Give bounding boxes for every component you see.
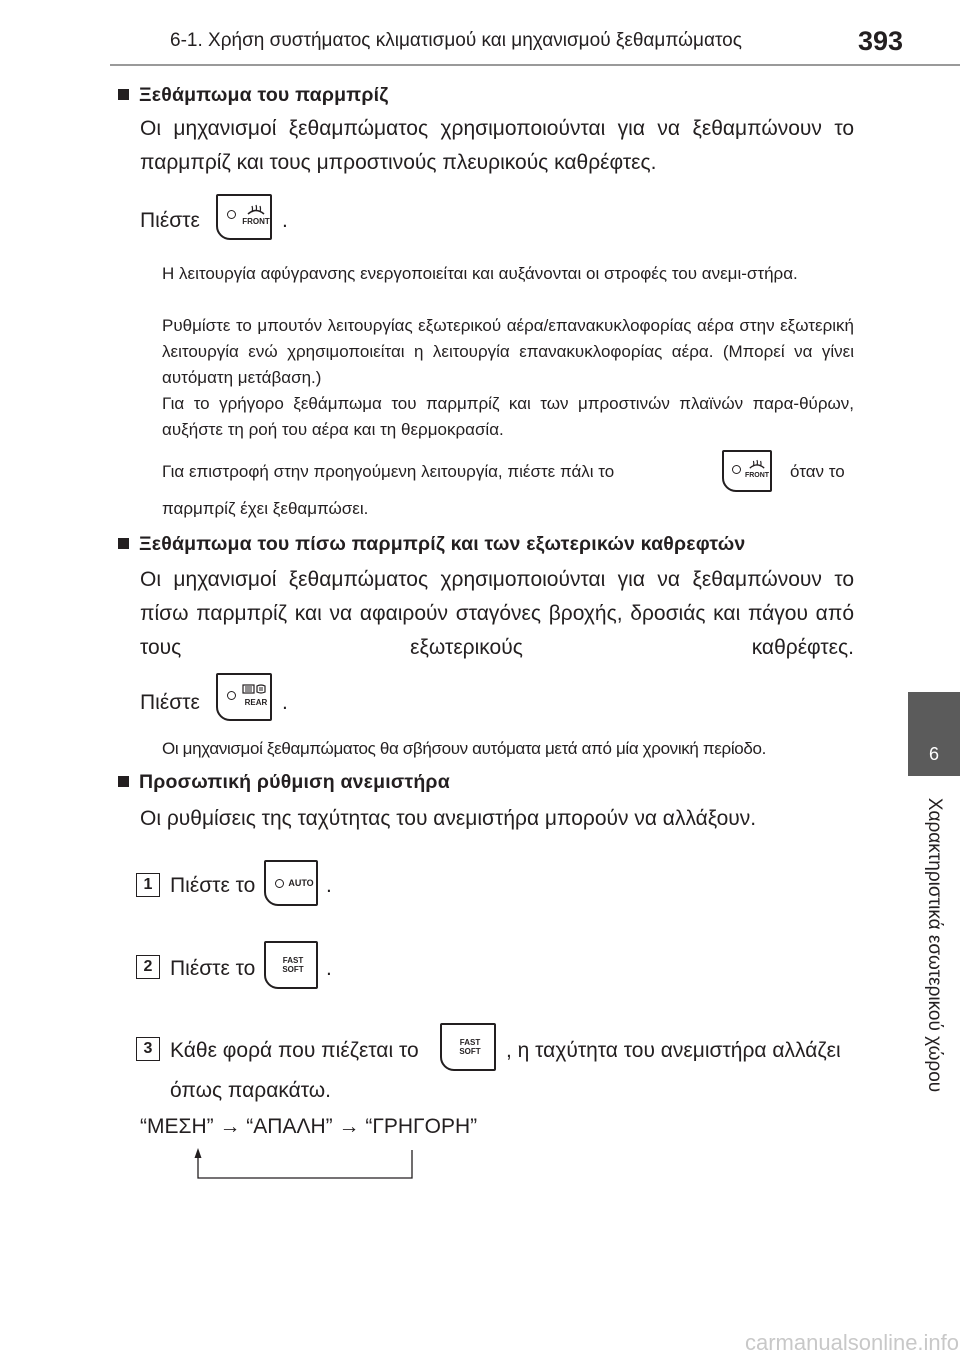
auto-button-icon: AUTO — [264, 860, 318, 906]
rear-note: Οι μηχανισμοί ξεθαμπώματος θα σβήσουν αυ… — [162, 739, 766, 758]
indicator-light-icon — [227, 210, 236, 219]
step-2-period: . — [326, 957, 332, 980]
fan-speed-cycle: “ΜΕΣΗ” → “ΑΠΑΛΗ” → “ΓΡΗΓΟΡΗ” — [140, 1115, 478, 1138]
indicator-light-icon — [732, 465, 741, 474]
front-defrost-button-icon-small: FRONT — [722, 450, 772, 492]
rear-press-label: Πιέστε — [140, 691, 200, 714]
step-number-2: 2 — [136, 955, 160, 979]
front-return-line2: παρμπρίζ έχει ξεθαμπώσει. — [162, 499, 369, 518]
step-3-text: Κάθε φορά που πιέζεται το — [170, 1039, 419, 1062]
chapter-label: Χαρακτηριστικά εσωτερικού χώρου — [924, 797, 945, 1093]
header-divider — [110, 64, 960, 66]
soft-caption: SOFT — [282, 965, 304, 974]
fast-soft-button-icon-step3: FAST SOFT — [440, 1023, 496, 1071]
chapter-label-container: Χαρακτηριστικά εσωτερικού χώρου — [908, 780, 960, 1110]
rear-defrost-body: Οι μηχανισμοί ξεθαμπώματος χρησιμοποιούν… — [140, 568, 854, 659]
front-return-after: όταν το — [790, 462, 845, 481]
front-defrost-button-icon: FRONT — [216, 194, 272, 240]
front-press-period: . — [282, 209, 288, 232]
front-note-3: Για το γρήγορο ξεθάμπωμα του παρμπρίζ κα… — [162, 394, 854, 439]
step-2-text: Πιέστε το — [170, 957, 256, 980]
bullet-square-icon — [118, 538, 129, 549]
windshield-heat-icon — [247, 204, 265, 215]
front-note-2: Ρυθμίστε το μπουτόν λειτουργίας εξωτερικ… — [162, 316, 854, 387]
bullet-square-icon — [118, 776, 129, 787]
rear-defrost-button-icon: REAR — [216, 673, 272, 721]
indicator-light-icon — [227, 691, 236, 700]
front-caption-small: FRONT — [744, 472, 770, 479]
chapter-number: 6 — [928, 744, 939, 764]
windshield-heat-icon — [749, 459, 765, 469]
chapter-tab — [908, 692, 960, 776]
front-press-label: Πιέστε — [140, 209, 200, 232]
step-number-1: 1 — [136, 873, 160, 897]
rear-caption: REAR — [244, 698, 268, 707]
bullet-square-icon — [118, 89, 129, 100]
rear-press-period: . — [282, 691, 288, 714]
step-1-text: Πιέστε το — [170, 874, 256, 897]
footer-watermark: carmanualsonline.info — [745, 1330, 960, 1355]
auto-caption: AUTO — [288, 878, 314, 888]
front-caption: FRONT — [242, 217, 270, 226]
front-return-text: Για επιστροφή στην προηγούμενη λειτουργί… — [162, 462, 615, 481]
front-defrost-body: Οι μηχανισμοί ξεθαμπώματος χρησιμοποιούν… — [140, 117, 854, 174]
step-number-3: 3 — [136, 1037, 160, 1061]
rear-window-heat-icon — [242, 684, 266, 694]
fast-soft-button-icon: FAST SOFT — [264, 941, 318, 989]
front-note-1: Η λειτουργία αφύγρανσης ενεργοποιείται κ… — [162, 264, 798, 283]
soft-caption: SOFT — [459, 1047, 481, 1056]
page-number: 393 — [858, 26, 904, 56]
fast-caption: FAST — [282, 956, 304, 965]
step-3-line2: όπως παρακάτω. — [170, 1079, 331, 1102]
fast-caption: FAST — [459, 1038, 481, 1047]
section-title-rear-defrost: Ξεθάμπωμα του πίσω παρμπρίζ και των εξωτ… — [118, 533, 745, 556]
indicator-light-icon — [275, 879, 284, 888]
cycle-return-arrow-icon — [194, 1148, 413, 1179]
section-title-front-defrost: Ξεθάμπωμα του παρμπρίζ — [118, 84, 388, 107]
step-3-text-after: , η ταχύτητα του ανεμιστήρα αλλάζει — [506, 1039, 841, 1062]
step-1-period: . — [326, 874, 332, 897]
header-title: 6-1. Χρήση συστήματος κλιματισμού και μη… — [170, 30, 742, 51]
fan-body: Οι ρυθμίσεις της ταχύτητας του ανεμιστήρ… — [140, 807, 757, 830]
section-title-fan: Προσωπική ρύθμιση ανεμιστήρα — [118, 771, 450, 794]
